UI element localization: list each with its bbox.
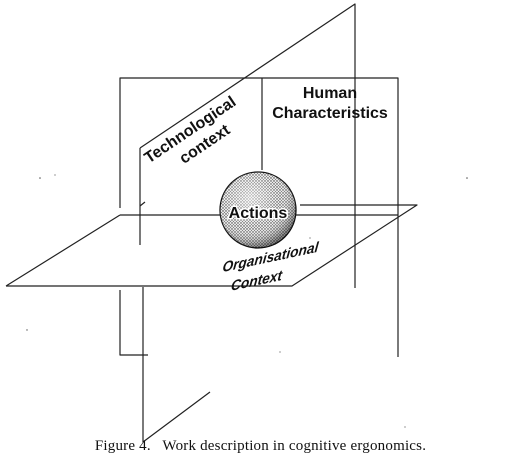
figure-caption: Figure 4. Work description in cognitive … (0, 438, 521, 455)
horizontal-plane (5, 201, 418, 287)
scan-specks (26, 174, 468, 428)
human-label-line-1: Human (303, 85, 357, 102)
label-technological-context: Technological context (142, 93, 240, 167)
diagonal-vertical-plane (139, 3, 356, 288)
diagonal-plane-bottom-edge (142, 287, 211, 443)
front-plane-lower-left (119, 290, 148, 356)
label-organisational-context: Organisational Context (222, 239, 321, 295)
caption-figure-label: Figure 4. (94, 438, 151, 454)
plane-lines (5, 3, 418, 443)
human-label-line-2: Characteristics (272, 105, 388, 122)
center-sphere: Actions (219, 171, 297, 249)
center-label: Actions (229, 205, 288, 222)
label-human-characteristics: Human Characteristics (272, 85, 388, 122)
sphere-shading (220, 172, 296, 248)
caption-text: Work description in cognitive ergonomics… (162, 438, 427, 454)
